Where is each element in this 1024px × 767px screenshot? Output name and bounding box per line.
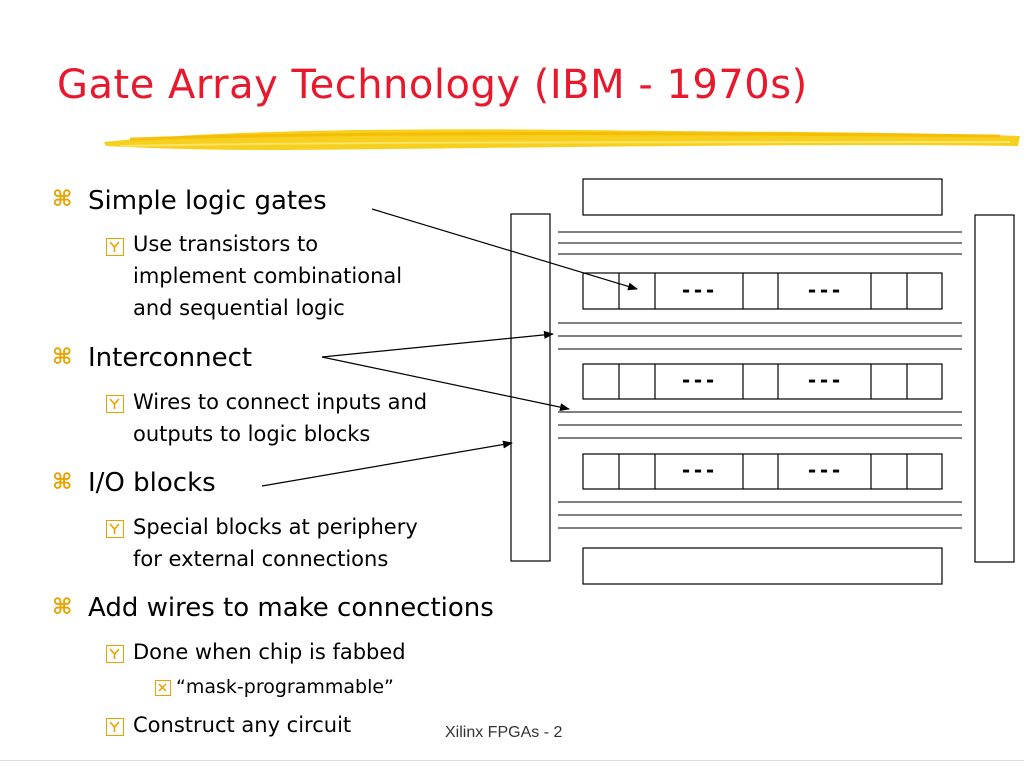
checkbox-x-bullet-icon bbox=[155, 680, 171, 696]
pointer-arrows bbox=[261, 208, 638, 487]
bullet-add-wires: Add wires to make connections bbox=[88, 593, 494, 623]
sub-bullet-text: and sequential logic bbox=[133, 296, 345, 320]
z-bullet-icon: ⌘ bbox=[52, 470, 73, 495]
checkbox-y-bullet-icon bbox=[106, 520, 124, 538]
z-bullet-icon: ⌘ bbox=[52, 345, 73, 370]
logic-row-2 bbox=[582, 363, 943, 400]
sub-bullet-text: Wires to connect inputs and bbox=[133, 390, 428, 414]
sub-sub-bullet-text: “mask-programmable” bbox=[176, 676, 394, 698]
sub-bullet-text: Special blocks at periphery bbox=[133, 515, 418, 539]
checkbox-y-bullet-icon bbox=[106, 395, 124, 413]
logic-row-1 bbox=[582, 272, 943, 310]
sub-bullet-text: implement combinational bbox=[133, 264, 403, 288]
arrow-logic-gates bbox=[371, 208, 638, 291]
io-block-right bbox=[974, 214, 1015, 563]
title-highlight-stroke bbox=[104, 129, 1020, 150]
arrow-interconnect-2 bbox=[321, 356, 570, 412]
ellipsis-label: --- bbox=[806, 278, 842, 302]
sub-bullet-text: outputs to logic blocks bbox=[133, 422, 371, 446]
logic-row-3 bbox=[582, 453, 943, 490]
z-bullet-icon: ⌘ bbox=[52, 187, 73, 212]
z-bullet-icon: ⌘ bbox=[52, 595, 73, 620]
routing-wires bbox=[558, 231, 962, 529]
io-block-bottom bbox=[582, 547, 943, 585]
io-block-top bbox=[582, 178, 943, 216]
bullet-simple-logic: Simple logic gates bbox=[88, 186, 327, 216]
bullet-io-blocks: I/O blocks bbox=[88, 468, 216, 498]
sub-bullet-text: Construct any circuit bbox=[133, 713, 352, 737]
slide-footer: Xilinx FPGAs - 2 bbox=[445, 724, 563, 741]
arrow-io-blocks bbox=[261, 440, 513, 487]
ellipsis-label: --- bbox=[680, 458, 716, 482]
bottom-divider bbox=[0, 760, 1024, 761]
checkbox-y-bullet-icon bbox=[106, 645, 124, 663]
io-block-left bbox=[510, 213, 551, 562]
arrow-interconnect-1 bbox=[321, 330, 554, 358]
slide-title: Gate Array Technology (IBM - 1970s) bbox=[57, 62, 808, 108]
ellipsis-label: --- bbox=[806, 368, 842, 392]
sub-bullet-text: for external connections bbox=[133, 547, 389, 571]
ellipsis-label: --- bbox=[806, 458, 842, 482]
checkbox-y-bullet-icon bbox=[106, 238, 124, 256]
checkbox-y-bullet-icon bbox=[106, 718, 124, 736]
sub-bullet-text: Done when chip is fabbed bbox=[133, 640, 406, 664]
sub-bullet-text: Use transistors to bbox=[133, 232, 319, 256]
ellipsis-label: --- bbox=[680, 278, 716, 302]
ellipsis-label: --- bbox=[680, 368, 716, 392]
bullet-interconnect: Interconnect bbox=[88, 343, 253, 373]
